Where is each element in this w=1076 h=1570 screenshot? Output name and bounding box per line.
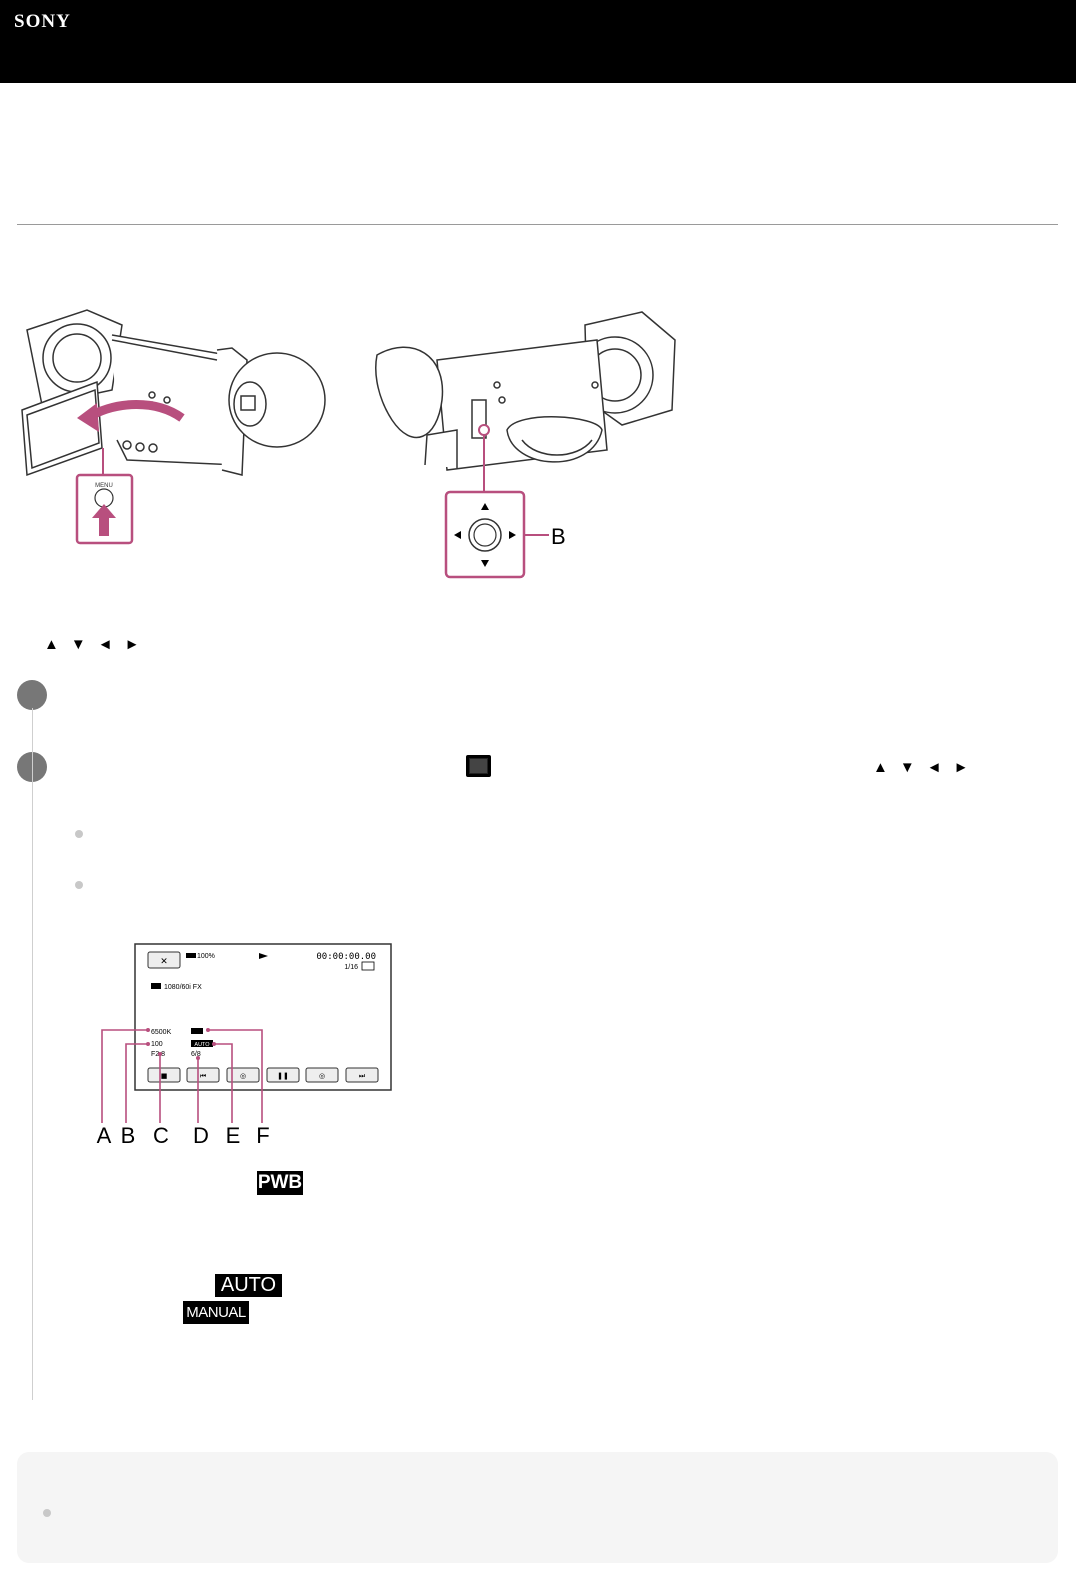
camcorder-left-view <box>21 309 326 477</box>
auto-icon: AUTO <box>215 1274 282 1297</box>
up-arrow-icon: ▲ <box>44 636 59 653</box>
title-divider <box>17 224 1058 225</box>
up-arrow-icon: ▲ <box>873 759 888 776</box>
stop-button: ■ <box>161 1072 168 1080</box>
direction-keys-row: ▲ ▼ ◄ ► <box>44 636 151 653</box>
left-arrow-icon: ◄ <box>97 636 113 653</box>
page-header: SONY <box>0 0 1076 83</box>
battery-level: 100% <box>197 953 215 960</box>
forward-button: ◎ <box>319 1072 325 1080</box>
counter: 1/16 <box>344 964 358 971</box>
steps-timeline <box>32 708 33 1400</box>
next-button: ⏭ <box>359 1072 366 1080</box>
callout-e: E <box>226 1123 241 1148</box>
iso-value: 100 <box>151 1041 163 1048</box>
lcd-screen-diagram: ✕ 100% 00:00:00.00 1/16 1080/60i FX 6500… <box>97 943 392 1148</box>
sony-logo: SONY <box>14 11 71 32</box>
f-number-value: F2.8 <box>151 1051 165 1058</box>
step-1-marker <box>17 680 47 710</box>
menu-button-label: MENU <box>95 483 113 489</box>
camcorder-illustration: MENU B <box>21 309 676 579</box>
shutter-value: 6/8 <box>191 1051 201 1058</box>
left-arrow-icon: ◄ <box>926 759 942 776</box>
timecode: 00:00:00.00 <box>316 952 376 962</box>
down-arrow-icon: ▼ <box>70 636 86 653</box>
rewind-button: ◎ <box>240 1072 246 1080</box>
camcorder-right-view <box>375 311 676 471</box>
bullet <box>75 830 83 838</box>
stop-icon <box>466 755 491 777</box>
recording-format: 1080/60i FX <box>164 984 202 991</box>
callout-b-label: B <box>551 524 566 549</box>
close-button: ✕ <box>160 957 168 967</box>
right-arrow-icon: ► <box>124 636 140 653</box>
callout-b: B <box>121 1123 136 1148</box>
bullet <box>75 881 83 889</box>
pause-button: ❚❚ <box>277 1072 289 1080</box>
right-arrow-icon: ► <box>953 759 969 776</box>
down-arrow-icon: ▼ <box>899 759 915 776</box>
auto-badge: AUTO <box>194 1042 210 1048</box>
previous-button: ⏮ <box>200 1072 206 1080</box>
callout-d: D <box>193 1123 209 1148</box>
callout-a: A <box>97 1123 112 1148</box>
callout-c: C <box>153 1123 169 1148</box>
manual-icon: MANUAL <box>183 1301 249 1324</box>
step2-direction-keys: ▲ ▼ ◄ ► <box>873 759 980 776</box>
white-balance-value: 6500K <box>151 1029 172 1036</box>
note-bullet <box>43 1509 51 1517</box>
pwb-icon: PWB <box>257 1171 303 1195</box>
callout-f: F <box>256 1123 269 1148</box>
note-box <box>17 1452 1058 1563</box>
